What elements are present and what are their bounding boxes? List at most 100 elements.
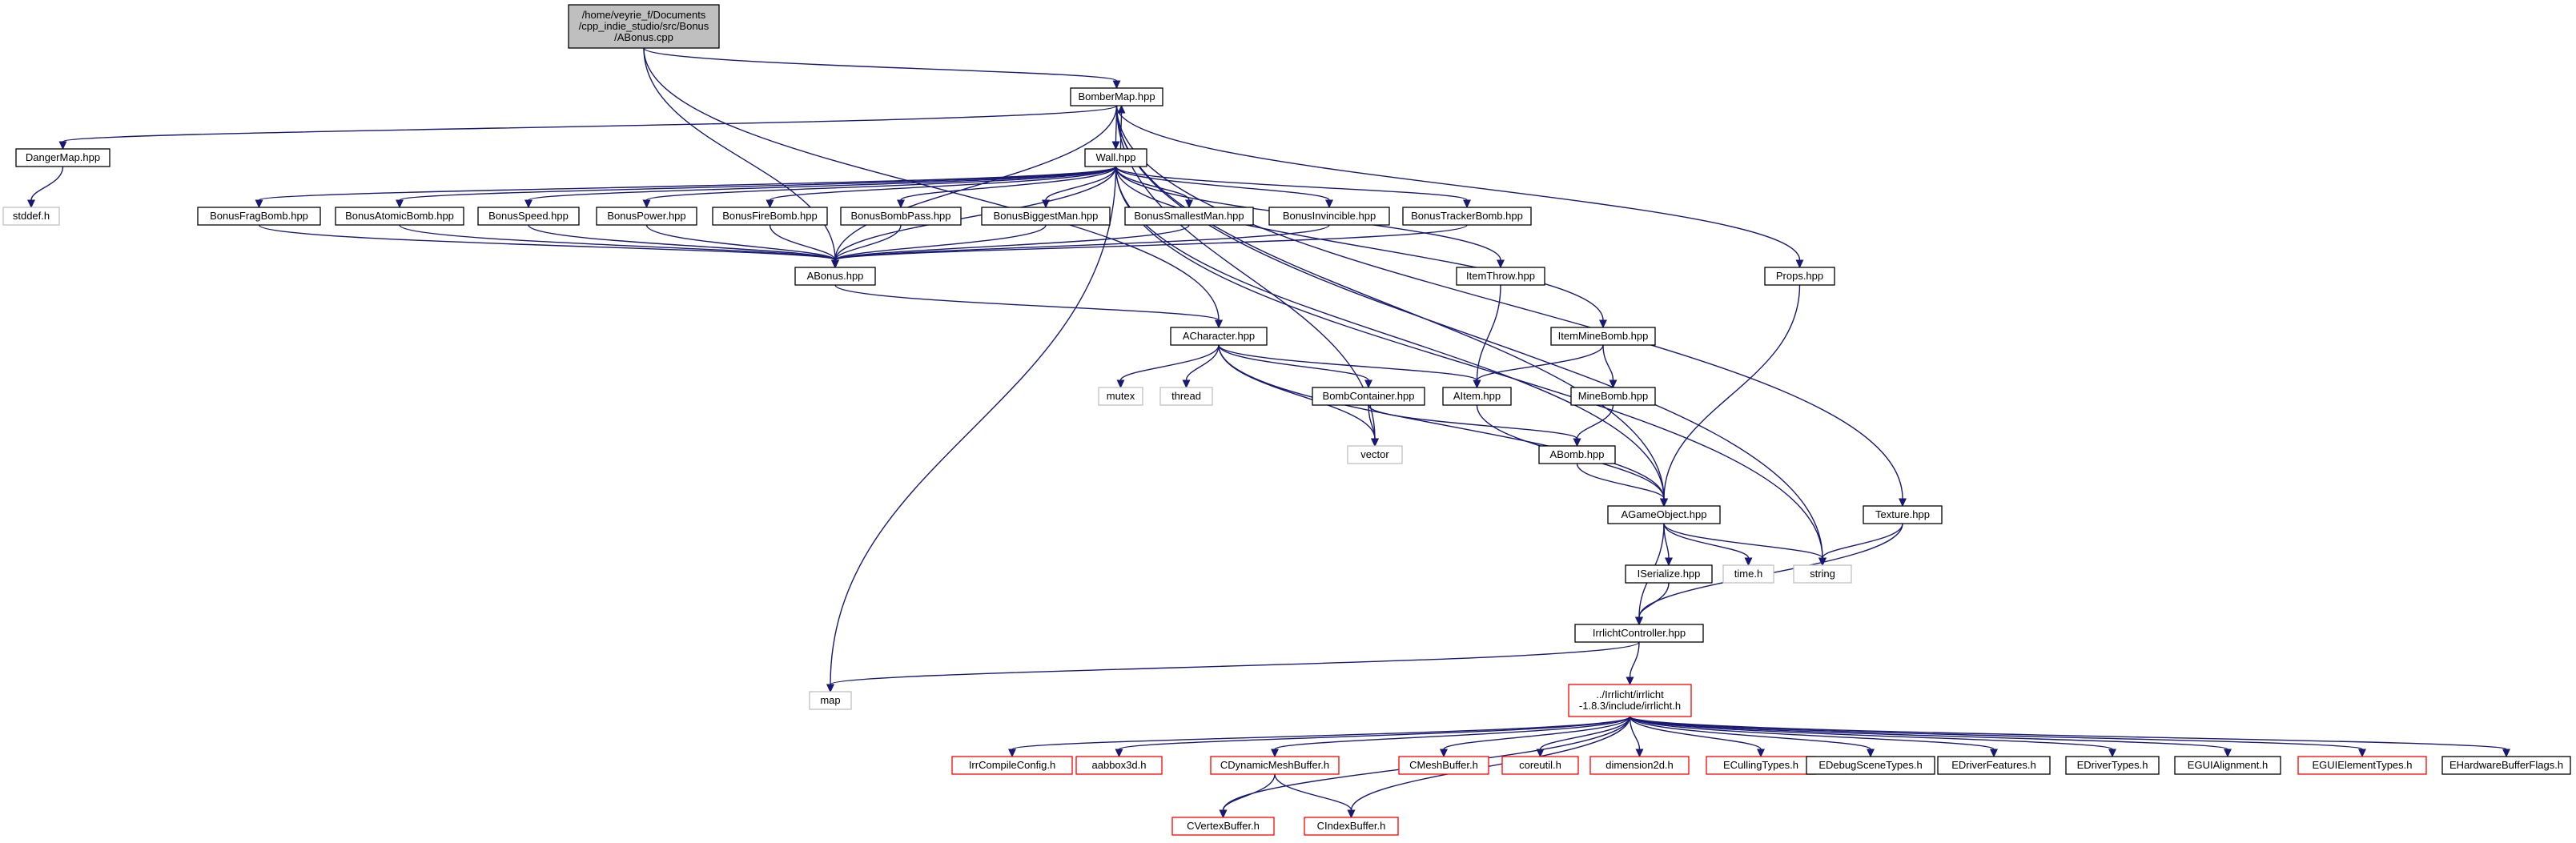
node-label-timeh: time.h bbox=[1734, 568, 1762, 580]
edge-root-to-bombermap bbox=[643, 47, 1118, 82]
node-coreutil[interactable]: coreutil.h bbox=[1501, 756, 1579, 775]
node-box-irrcompileconfig bbox=[951, 756, 1073, 775]
node-bonustrackerbomb[interactable]: BonusTrackerBomb.hpp bbox=[1402, 207, 1532, 226]
node-aabbox3d[interactable]: aabbox3d.h bbox=[1075, 756, 1163, 775]
arrowhead-bombermap-to-props bbox=[1795, 259, 1804, 269]
node-texture[interactable]: Texture.hpp bbox=[1863, 505, 1943, 524]
node-label-bonusfragbomb: BonusFragBomb.hpp bbox=[210, 210, 308, 222]
node-root[interactable]: /home/veyrie_f/Documents/cpp_indie_studi… bbox=[568, 4, 720, 49]
node-label-bonusbombpass: BonusBombPass.hpp bbox=[850, 210, 950, 222]
node-edebugscenetypes[interactable]: EDebugSceneTypes.h bbox=[1806, 756, 1935, 775]
node-props[interactable]: Props.hpp bbox=[1764, 267, 1835, 286]
edge-bonusinvincible-to-abonus bbox=[834, 224, 1330, 261]
node-ecullingtypes[interactable]: ECullingTypes.h bbox=[1706, 756, 1816, 775]
arrowhead-irrlicht-to-cdynamicmeshbuffer bbox=[1271, 749, 1279, 758]
node-bonusbombpass[interactable]: BonusBombPass.hpp bbox=[840, 207, 962, 226]
edge-irrlicht-to-ecullingtypes bbox=[1629, 716, 1762, 750]
node-box-cindexbuffer bbox=[1304, 817, 1399, 836]
node-bonussmallestman[interactable]: BonusSmallestMan.hpp bbox=[1124, 207, 1254, 226]
node-bonusinvincible[interactable]: BonusInvincible.hpp bbox=[1268, 207, 1390, 226]
node-ehardwarebufferflags[interactable]: EHardwareBufferFlags.h bbox=[2441, 756, 2571, 775]
node-label-itemthrow: ItemThrow.hpp bbox=[1466, 270, 1535, 282]
node-cmeshbuffer[interactable]: CMeshBuffer.h bbox=[1398, 756, 1489, 775]
node-box-irrlicht bbox=[1568, 684, 1692, 717]
node-box-acharacter bbox=[1170, 327, 1268, 346]
node-dangermap[interactable]: DangerMap.hpp bbox=[15, 148, 111, 167]
edges-layer bbox=[27, 47, 2510, 819]
node-cindexbuffer[interactable]: CIndexBuffer.h bbox=[1304, 817, 1399, 836]
node-aitem[interactable]: AItem.hpp bbox=[1442, 387, 1512, 406]
arrowhead-irrlicht-to-dimension2d bbox=[1635, 749, 1644, 758]
edge-bonusspeed-to-abonus bbox=[528, 224, 836, 261]
node-bonusatomicbomb[interactable]: BonusAtomicBomb.hpp bbox=[335, 207, 464, 226]
node-bombcontainer[interactable]: BombContainer.hpp bbox=[1312, 387, 1425, 406]
node-label-props: Props.hpp bbox=[1776, 270, 1823, 282]
node-acharacter[interactable]: ACharacter.hpp bbox=[1170, 327, 1268, 346]
node-eguialignment[interactable]: EGUIAlignment.h bbox=[2174, 756, 2281, 775]
arrowhead-minebomb-to-abomb bbox=[1573, 438, 1581, 448]
arrowhead-irrlichtcontroller-to-irrlicht bbox=[1626, 676, 1634, 686]
node-label-minebomb: MineBomb.hpp bbox=[1578, 390, 1648, 402]
node-box-edrivertypes bbox=[2065, 756, 2160, 775]
node-vector: vector bbox=[1347, 445, 1403, 464]
node-label-eguielementtypes: EGUIElementTypes.h bbox=[2313, 759, 2413, 771]
node-label-acharacter: ACharacter.hpp bbox=[1183, 330, 1255, 342]
node-box-coreutil bbox=[1501, 756, 1579, 775]
arrowhead-wall-to-bonuspower bbox=[642, 199, 651, 209]
edge-bombermap-to-string bbox=[1115, 105, 1823, 559]
node-eguielementtypes[interactable]: EGUIElementTypes.h bbox=[2297, 756, 2427, 775]
node-label-edriverfeatures: EDriverFeatures.h bbox=[1951, 759, 2035, 771]
node-irrlichtcontroller[interactable]: IrrlichtController.hpp bbox=[1574, 624, 1704, 643]
node-bonusfragbomb[interactable]: BonusFragBomb.hpp bbox=[197, 207, 321, 226]
node-label-bonusfirebomb: BonusFireBomb.hpp bbox=[722, 210, 818, 222]
edge-acharacter-to-agameobject bbox=[1218, 344, 1665, 500]
node-bombermap[interactable]: BomberMap.hpp bbox=[1070, 87, 1163, 106]
node-box-string bbox=[1793, 564, 1852, 584]
arrowhead-wall-to-bonussmallestman bbox=[1185, 199, 1193, 209]
edge-props-to-agameobject bbox=[1663, 284, 1801, 500]
node-abonus[interactable]: ABonus.hpp bbox=[794, 267, 876, 286]
node-bonusfirebomb[interactable]: BonusFireBomb.hpp bbox=[712, 207, 828, 226]
edge-acharacter-to-mutex bbox=[1119, 344, 1220, 381]
node-map: map bbox=[809, 691, 852, 710]
node-itemthrow[interactable]: ItemThrow.hpp bbox=[1456, 267, 1545, 286]
node-label-root: /ABonus.cpp bbox=[614, 31, 673, 43]
node-bonusspeed[interactable]: BonusSpeed.hpp bbox=[477, 207, 580, 226]
node-box-eguielementtypes bbox=[2297, 756, 2427, 775]
node-cdynamicmeshbuffer[interactable]: CDynamicMeshBuffer.h bbox=[1210, 756, 1340, 775]
node-label-bonusspeed: BonusSpeed.hpp bbox=[488, 210, 569, 222]
node-edriverfeatures[interactable]: EDriverFeatures.h bbox=[1937, 756, 2051, 775]
node-box-bonustrackerbomb bbox=[1402, 207, 1532, 226]
arrowhead-irrlicht-to-aabbox3d bbox=[1115, 749, 1123, 758]
node-label-eguialignment: EGUIAlignment.h bbox=[2188, 759, 2268, 771]
node-label-agameobject: AGameObject.hpp bbox=[1622, 508, 1707, 520]
node-label-aabbox3d: aabbox3d.h bbox=[1092, 759, 1147, 771]
node-box-minebomb bbox=[1570, 387, 1656, 406]
edge-cdynamicmeshbuffer-to-cvertexbuffer bbox=[1222, 773, 1276, 811]
node-box-cmeshbuffer bbox=[1398, 756, 1489, 775]
node-label-abonus: ABonus.hpp bbox=[807, 270, 864, 282]
node-box-dimension2d bbox=[1589, 756, 1690, 775]
node-bonuspower[interactable]: BonusPower.hpp bbox=[596, 207, 697, 226]
arrowhead-wall-to-bonusfragbomb bbox=[255, 199, 263, 209]
arrowhead-itemminebomb-to-minebomb bbox=[1609, 379, 1618, 389]
node-iserialize[interactable]: ISerialize.hpp bbox=[1625, 564, 1713, 584]
node-itemminebomb[interactable]: ItemMineBomb.hpp bbox=[1550, 327, 1656, 346]
edge-bombermap-to-texture bbox=[1115, 105, 1903, 500]
edge-abonus-to-acharacter bbox=[834, 284, 1220, 321]
node-irrlicht[interactable]: ../Irrlicht/irrlicht-1.8.3/include/irrli… bbox=[1568, 684, 1692, 717]
node-minebomb[interactable]: MineBomb.hpp bbox=[1570, 387, 1656, 406]
node-bonusbiggestman[interactable]: BonusBiggestMan.hpp bbox=[981, 207, 1111, 226]
node-agameobject[interactable]: AGameObject.hpp bbox=[1607, 505, 1721, 524]
arrowhead-agameobject-to-timeh bbox=[1744, 557, 1753, 567]
node-wall[interactable]: Wall.hpp bbox=[1084, 148, 1147, 167]
node-box-abonus bbox=[794, 267, 876, 286]
edge-bonusatomicbomb-to-abonus bbox=[399, 224, 836, 261]
node-dimension2d[interactable]: dimension2d.h bbox=[1589, 756, 1690, 775]
node-cvertexbuffer[interactable]: CVertexBuffer.h bbox=[1171, 817, 1275, 836]
node-abomb[interactable]: ABomb.hpp bbox=[1538, 445, 1616, 464]
node-irrcompileconfig[interactable]: IrrCompileConfig.h bbox=[951, 756, 1073, 775]
node-edrivertypes[interactable]: EDriverTypes.h bbox=[2065, 756, 2160, 775]
node-box-bonusatomicbomb bbox=[335, 207, 464, 226]
